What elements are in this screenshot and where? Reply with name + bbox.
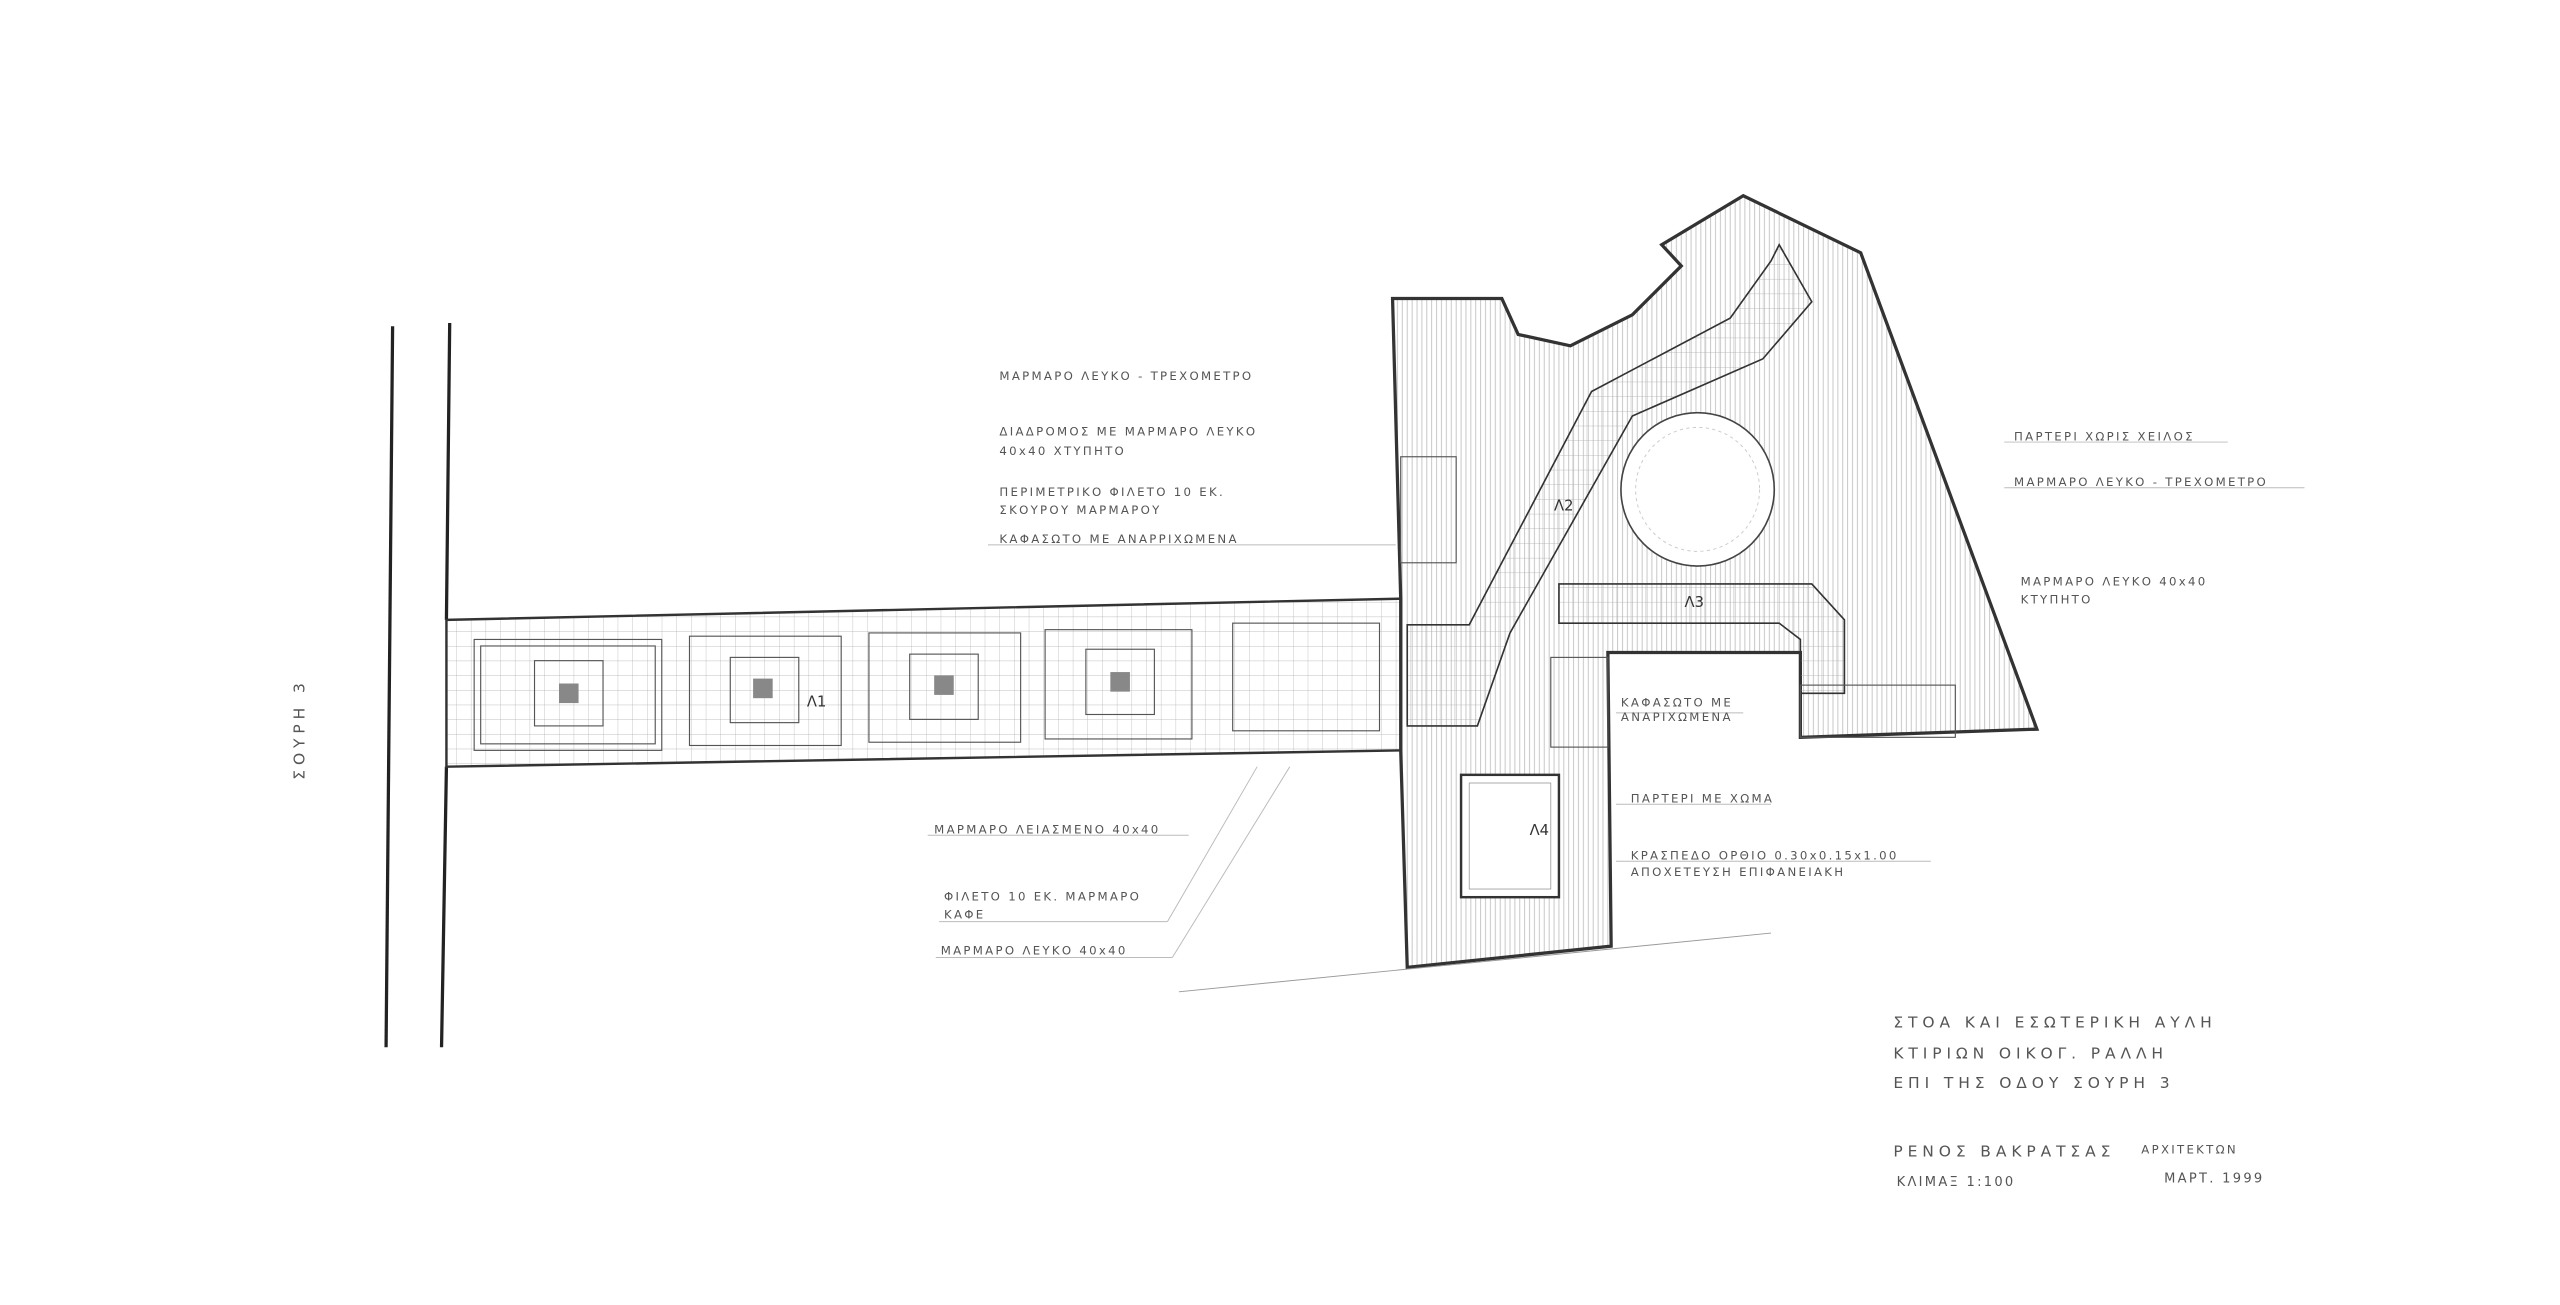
note: ΜΑΡΜΑΡΟ ΛΕΥΚΟ - ΤΡΕΧΟΜΕΤΡΟ	[2014, 475, 2268, 489]
note: ΦΙΛΕΤΟ 10 ΕΚ. ΜΑΡΜΑΡΟ	[944, 889, 1141, 903]
date: ΜΑΡΤ. 1999	[2164, 1172, 2264, 1187]
street-label: ΣΟΥΡΗ 3	[291, 678, 309, 779]
title-line: ΣΤΟΑ ΚΑΙ ΕΣΩΤΕΡΙΚΗ ΑΥΛΗ	[1893, 1014, 2216, 1032]
notes-bottom-left: ΜΑΡΜΑΡΟ ΛΕΙΑΣΜΕΝΟ 40x40 ΦΙΛΕΤΟ 10 ΕΚ. ΜΑ…	[934, 823, 1160, 958]
architect-role: ΑΡΧΙΤΕΚΤΩΝ	[2141, 1142, 2238, 1156]
note: ΣΚΟΥΡΟΥ ΜΑΡΜΑΡΟΥ	[999, 503, 1161, 517]
note: ΚΑΦΑΣΩΤΟ ΜΕ ΑΝΑΡΡΙΧΩΜΕΝΑ	[999, 532, 1238, 546]
note: ΑΝΑΡΙΧΩΜΕΝΑ	[1621, 710, 1733, 724]
notes-center: ΚΑΦΑΣΩΤΟ ΜΕ ΑΝΑΡΙΧΩΜΕΝΑ ΠΑΡΤΕΡΙ ΜΕ ΧΩΜΑ …	[1621, 695, 1899, 879]
note: 40x40 ΧΤΥΠΗΤΟ	[999, 444, 1126, 458]
zone-tag-l2: Λ2	[1554, 498, 1573, 515]
note: ΜΑΡΜΑΡΟ ΛΕΥΚΟ - ΤΡΕΧΟΜΕΤΡΟ	[999, 369, 1253, 383]
note: ΠΕΡΙΜΕΤΡΙΚΟ ΦΙΛΕΤΟ 10 ΕΚ.	[999, 485, 1225, 499]
note: ΚΤΥΠΗΤΟ	[2021, 593, 2093, 607]
architect-name: ΡΕΝΟΣ ΒΑΚΡΑΤΣΑΣ	[1893, 1143, 2115, 1161]
note: ΔΙΑΔΡΟΜΟΣ ΜΕ ΜΑΡΜΑΡΟ ΛΕΥΚΟ	[999, 425, 1257, 439]
note: ΚΑΦΕ	[944, 907, 986, 921]
notes-top-left: ΜΑΡΜΑΡΟ ΛΕΥΚΟ - ΤΡΕΧΟΜΕΤΡΟ ΔΙΑΔΡΟΜΟΣ ΜΕ …	[999, 369, 1257, 546]
note: ΚΑΦΑΣΩΤΟ ΜΕ	[1621, 695, 1733, 709]
title-line: ΚΤΙΡΙΩΝ ΟΙΚΟΓ. ΡΑΛΛΗ	[1893, 1045, 2168, 1063]
note: ΜΑΡΜΑΡΟ ΛΕΥΚΟ 40x40	[2021, 575, 2208, 589]
notes-right: ΠΑΡΤΕΡΙ ΧΩΡΙΣ ΧΕΙΛΟΣ ΜΑΡΜΑΡΟ ΛΕΥΚΟ - ΤΡΕ…	[2014, 429, 2268, 607]
note: ΜΑΡΜΑΡΟ ΛΕΥΚΟ 40x40	[941, 943, 1128, 957]
title-line: ΕΠΙ ΤΗΣ ΟΔΟΥ ΣΟΥΡΗ 3	[1893, 1074, 2174, 1092]
note: ΚΡΑΣΠΕΔΟ ΟΡΘΙΟ 0.30x0.15x1.00	[1631, 849, 1899, 863]
street-edge	[384, 322, 452, 1048]
inner-courtyard	[1390, 193, 2040, 970]
zone-tag-l4: Λ4	[1530, 822, 1549, 839]
note: ΜΑΡΜΑΡΟ ΛΕΙΑΣΜΕΝΟ 40x40	[934, 823, 1160, 837]
zone-tag-l1: Λ1	[807, 693, 826, 710]
scale: ΚΛΙΜΑΞ 1:100	[1897, 1175, 2016, 1190]
zone-tag-l3: Λ3	[1685, 594, 1704, 611]
note: ΠΑΡΤΕΡΙ ΧΩΡΙΣ ΧΕΙΛΟΣ	[2014, 429, 2195, 443]
title-block: ΣΤΟΑ ΚΑΙ ΕΣΩΤΕΡΙΚΗ ΑΥΛΗ ΚΤΙΡΙΩΝ ΟΙΚΟΓ. Ρ…	[1893, 1014, 2264, 1190]
arcade-corridor	[445, 597, 1402, 768]
note: ΑΠΟΧΕΤΕΥΣΗ ΕΠΙΦΑΝΕΙΑΚΗ	[1631, 865, 1846, 879]
note: ΠΑΡΤΕΡΙ ΜΕ ΧΩΜΑ	[1631, 792, 1774, 806]
leader-lines	[927, 441, 2305, 993]
